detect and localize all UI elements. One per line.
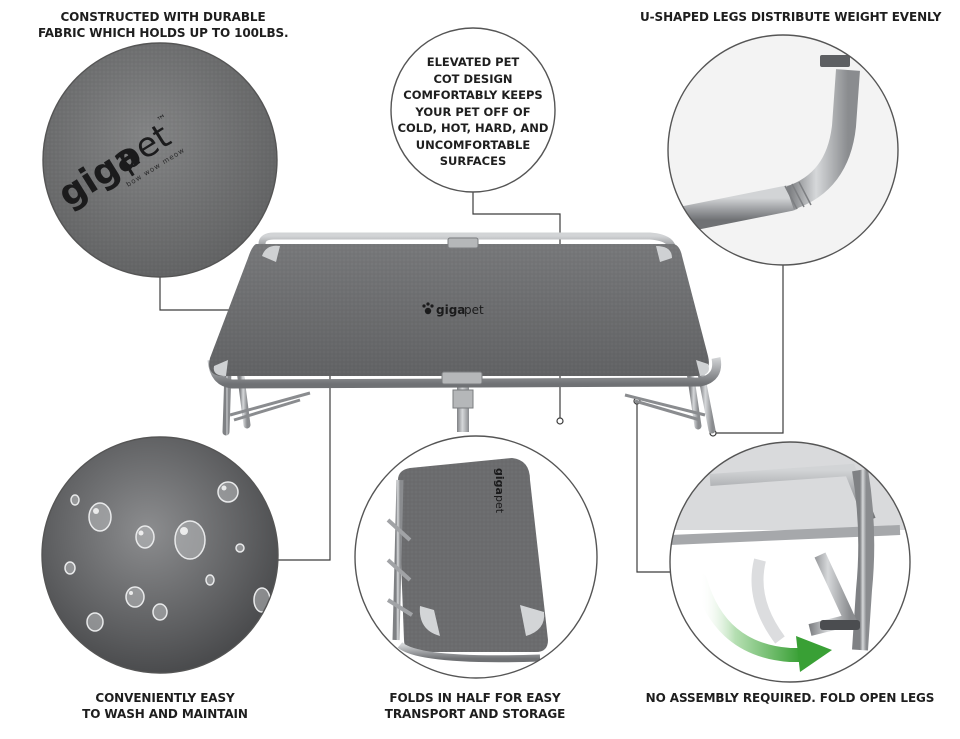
caption-wash-line-1: CONVENIENTLY EASY: [95, 691, 235, 705]
caption-legs-line-1: U-SHAPED LEGS DISTRIBUTE WEIGHT EVENLY: [640, 10, 942, 24]
caption-assembly-line-1: NO ASSEMBLY REQUIRED. FOLD OPEN LEGS: [645, 691, 935, 705]
caption-wash: CONVENIENTLY EASY TO WASH AND MAINTAIN: [40, 690, 290, 722]
water-closeup: [42, 437, 278, 673]
cot-logo-bold: giga: [436, 303, 465, 317]
fold-logo-bold: giga: [493, 468, 506, 495]
elevated-callout-circle: [390, 27, 556, 193]
caption-fabric-line-2: FABRIC WHICH HOLDS UP TO 100LBS.: [38, 26, 289, 40]
caption-fabric: CONSTRUCTED WITH DURABLE FABRIC WHICH HO…: [38, 9, 289, 41]
assembly-closeup-border: [669, 441, 911, 683]
caption-assembly: NO ASSEMBLY REQUIRED. FOLD OPEN LEGS: [640, 690, 940, 706]
caption-elevated-line-1: ELEVATED PET: [426, 55, 520, 69]
fold-closeup: giga pet: [355, 436, 597, 678]
caption-fabric-line-1: CONSTRUCTED WITH DURABLE: [60, 10, 266, 24]
caption-elevated: ELEVATED PET COT DESIGN COMFORTABLY KEEP…: [393, 54, 553, 170]
caption-elevated-line-5: COLD, HOT, HARD, AND: [397, 121, 549, 135]
fold-logo-light: pet: [493, 495, 506, 514]
fabric-closeup-border: [42, 42, 278, 278]
caption-elevated-line-6: UNCOMFORTABLE: [415, 137, 531, 152]
water-closeup-border: [41, 436, 279, 674]
caption-elevated-line-4: YOUR PET OFF OF: [415, 104, 531, 119]
fabric-closeup: giga pet ™ bow wow meow: [43, 43, 277, 277]
connector-lines: [159, 192, 784, 573]
caption-wash-line-2: TO WASH AND MAINTAIN: [82, 707, 248, 721]
caption-elevated-line-7: SURFACES: [439, 154, 507, 168]
assembly-closeup: [670, 442, 910, 682]
legs-closeup-border: [667, 34, 899, 266]
fabric-logo-tm: ™: [156, 113, 170, 128]
caption-elevated-line-2: COT DESIGN: [433, 71, 513, 86]
fold-closeup-border: [354, 435, 598, 679]
caption-folds: FOLDS IN HALF FOR EASY TRANSPORT AND STO…: [355, 690, 595, 722]
cot-logo-light: pet: [464, 303, 484, 317]
caption-folds-line-2: TRANSPORT AND STORAGE: [384, 707, 566, 721]
caption-folds-line-1: FOLDS IN HALF FOR EASY: [389, 691, 561, 705]
caption-elevated-line-3: COMFORTABLY KEEPS: [403, 88, 543, 102]
caption-legs: U-SHAPED LEGS DISTRIBUTE WEIGHT EVENLY: [640, 9, 942, 25]
main-cot: giga pet: [207, 232, 722, 436]
legs-closeup: [668, 35, 898, 265]
